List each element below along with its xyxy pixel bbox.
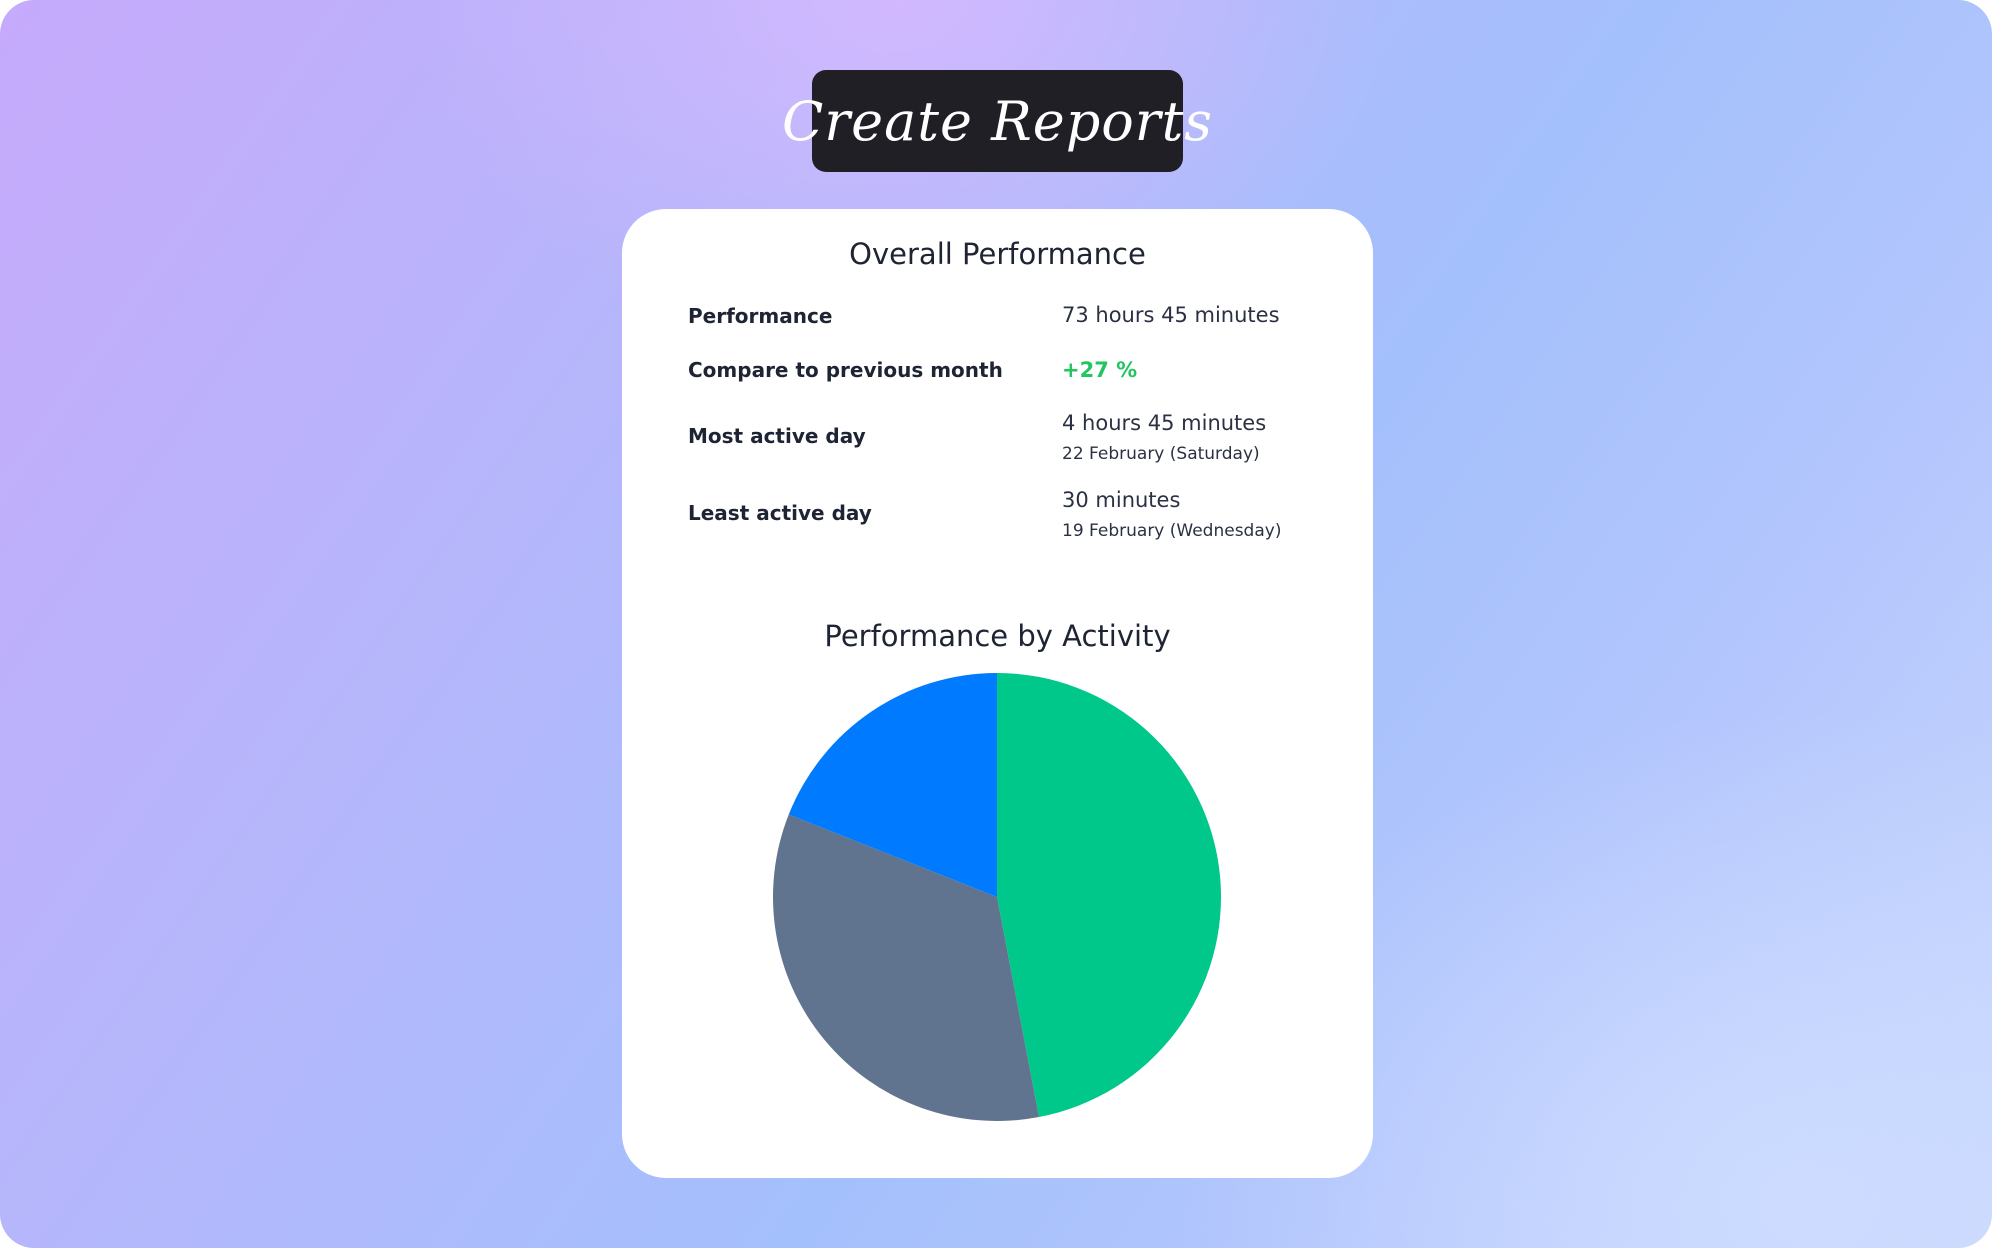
pie-slice-3 [788,673,997,897]
report-title: Overall Performance [849,237,1146,271]
stat-label-most-active: Most active day [688,424,866,448]
stat-sub-least-active: 19 February (Wednesday) [1062,521,1282,541]
stat-sub-most-active: 22 February (Saturday) [1062,444,1260,464]
page-title: Create Reports [781,89,1214,153]
report-card: Overall Performance Performance 73 hours… [622,209,1373,1178]
stat-value-most-active: 4 hours 45 minutes [1062,411,1267,435]
chart-title: Performance by Activity [824,619,1171,653]
title-badge: Create Reports [782,70,1212,172]
pie-slice-1 [997,673,1222,1118]
stat-label-least-active: Least active day [688,501,872,525]
pie-slice-2 [773,814,1039,1121]
stat-label-performance: Performance [688,304,833,328]
stat-value-performance: 73 hours 45 minutes [1062,303,1280,327]
stat-value-compare: +27 % [1062,358,1138,382]
pie-chart [773,673,1222,1121]
stat-value-least-active: 30 minutes [1062,488,1181,512]
stat-label-compare: Compare to previous month [688,358,1003,382]
